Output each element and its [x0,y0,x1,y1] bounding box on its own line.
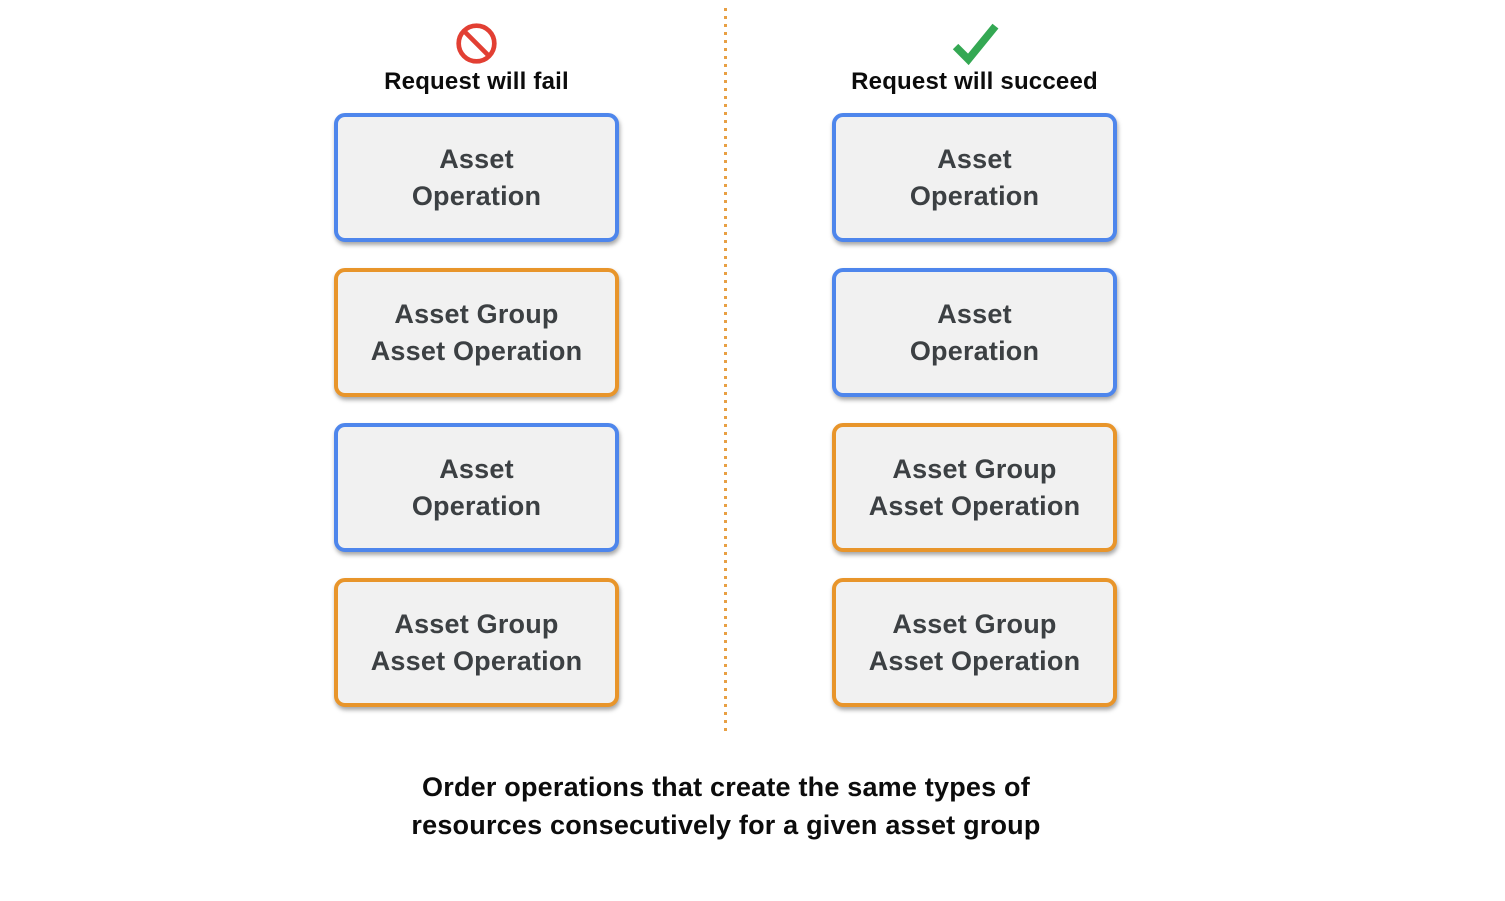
succeed-box-asset-operation-1: Asset Operation [832,113,1117,242]
box-label-line: Asset [937,143,1012,174]
fail-box-asset-group-asset-operation-1: Asset Group Asset Operation [334,268,619,397]
fail-box-asset-operation-1: Asset Operation [334,113,619,242]
box-label-line: Asset Group [892,453,1057,484]
succeed-column: Request will succeed Asset Operation Ass… [832,0,1117,707]
diagram-caption: Order operations that create the same ty… [76,768,1376,844]
box-label-line: Asset [439,143,514,174]
fail-column: Request will fail Asset Operation Asset … [334,0,619,707]
caption-line-1: Order operations that create the same ty… [422,772,1030,802]
box-label-line: Asset Operation [868,645,1081,676]
succeed-box-asset-group-asset-operation-1: Asset Group Asset Operation [832,423,1117,552]
box-label-line: Asset Operation [868,490,1081,521]
fail-box-asset-operation-2: Asset Operation [334,423,619,552]
fail-box-asset-group-asset-operation-2: Asset Group Asset Operation [334,578,619,707]
caption-line-2: resources consecutively for a given asse… [411,810,1041,840]
fail-column-title: Request will fail [384,68,569,95]
box-label-line: Operation [411,490,542,521]
succeed-column-title: Request will succeed [851,68,1098,95]
box-label-line: Operation [909,335,1040,366]
box-label-line: Asset Group [892,608,1057,639]
box-label-line: Asset Group [394,298,559,329]
succeed-box-asset-operation-2: Asset Operation [832,268,1117,397]
box-label-line: Asset Operation [370,335,583,366]
box-label-line: Asset [439,453,514,484]
succeed-box-asset-group-asset-operation-2: Asset Group Asset Operation [832,578,1117,707]
box-label-line: Asset Operation [370,645,583,676]
box-label-line: Operation [909,180,1040,211]
box-label-line: Operation [411,180,542,211]
box-label-line: Asset Group [394,608,559,639]
checkmark-icon [947,20,1003,67]
box-label-line: Asset [937,298,1012,329]
dotted-divider [724,8,727,736]
prohibited-icon [454,20,499,67]
